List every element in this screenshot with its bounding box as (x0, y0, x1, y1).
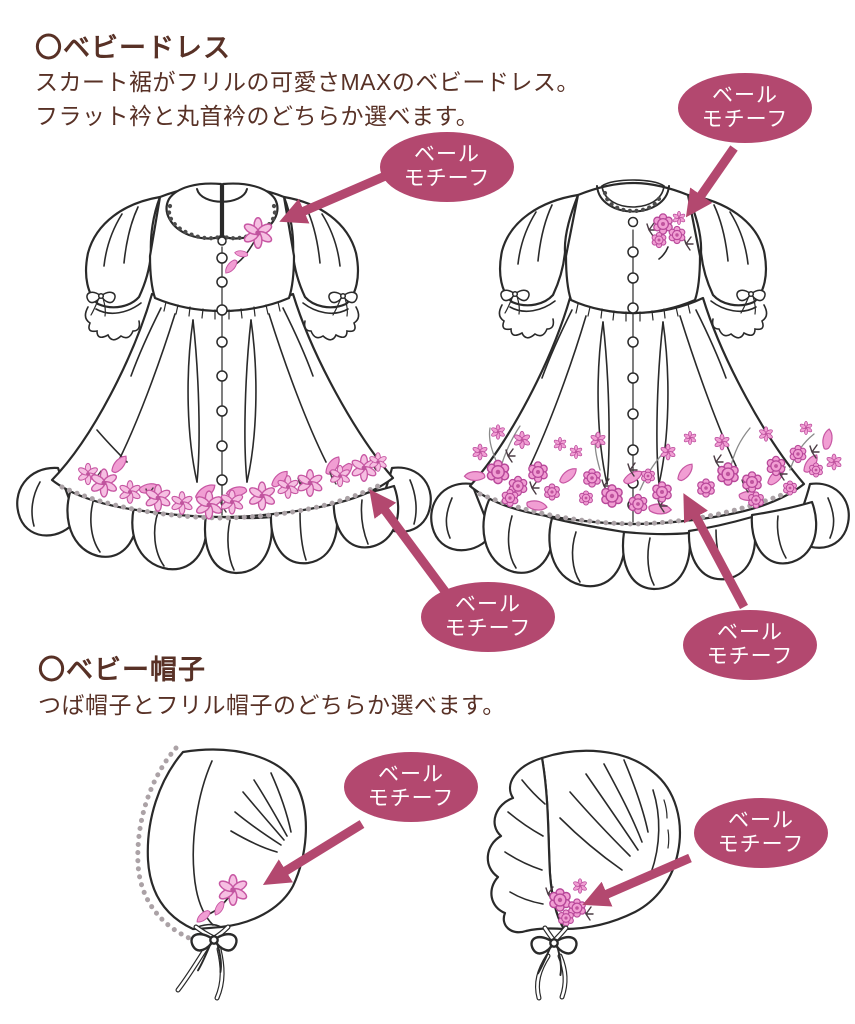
frill-bonnet-illustration (486, 749, 682, 1001)
arrow-to-right-dress-hem-motif (683, 493, 748, 610)
flat-collar-dress-illustration (16, 182, 432, 575)
flat-peter-pan-collar (165, 182, 279, 246)
arrow-to-left-dress-chest-motif (279, 169, 392, 224)
round-collar-dress-illustration (430, 179, 850, 591)
veil-motif-label-line1: ベール (378, 762, 444, 786)
veil-motif-label-line1: ベール (455, 592, 521, 616)
front-buttons (627, 246, 639, 511)
veil-motif-label-2: ベール モチーフ (678, 73, 812, 143)
veil-motif-label-1: ベール モチーフ (380, 132, 514, 202)
chest-flower-motif (221, 216, 274, 275)
veil-motif-label-line2: モチーフ (706, 645, 794, 668)
hat-section-title: 〇ベビー帽子 (38, 655, 206, 685)
puff-sleeve-left (498, 193, 580, 339)
arrow-to-left-dress-hem-motif (369, 489, 451, 597)
veil-motif-label-5: ベール モチーフ (344, 752, 478, 822)
arrow-to-right-bonnet-motif (582, 853, 692, 907)
arrow-to-left-bonnet-motif (262, 820, 365, 885)
motif-arrows (262, 145, 748, 907)
chest-flower-motif (646, 211, 694, 260)
veil-motif-label-line1: ベール (414, 142, 480, 166)
puff-sleeve-right (686, 193, 768, 339)
round-neckline (596, 179, 670, 228)
veil-motif-label-line2: モチーフ (717, 833, 805, 856)
veil-motif-label-line2: モチーフ (444, 617, 532, 640)
veil-motif-label-line1: ベール (728, 808, 794, 832)
ribbon-bow (175, 924, 238, 1001)
brim-bonnet-illustration (135, 745, 307, 1001)
ruffle-hem-right (430, 482, 850, 591)
ribbon-bow (530, 925, 578, 1001)
veil-motif-label-line2: モチーフ (367, 787, 455, 810)
veil-motif-label-line2: モチーフ (403, 167, 491, 190)
dress-section-title: 〇ベビードレス (35, 33, 231, 63)
hat-description-line1: つば帽子とフリル帽子のどちらか選べます。 (38, 692, 506, 718)
veil-motif-label-line1: ベール (712, 83, 778, 107)
veil-motif-label-line1: ベール (717, 620, 783, 644)
veil-motif-label-line2: モチーフ (701, 108, 789, 131)
bonnet-flower-motif (194, 873, 249, 924)
veil-motif-label-3: ベール モチーフ (421, 582, 555, 652)
hem-flower-band (463, 421, 843, 520)
arrow-to-right-dress-chest-motif (685, 145, 738, 218)
veil-motif-label-6: ベール モチーフ (694, 798, 828, 868)
veil-motif-label-4: ベール モチーフ (683, 610, 817, 680)
frill-edge (486, 756, 566, 934)
dress-description-line2: フラット衿と丸首衿のどちらか選べます。 (35, 103, 480, 129)
front-buttons (216, 252, 228, 486)
dress-description-line1: スカート裾がフリルの可愛さMAXのベビードレス。 (35, 69, 580, 95)
